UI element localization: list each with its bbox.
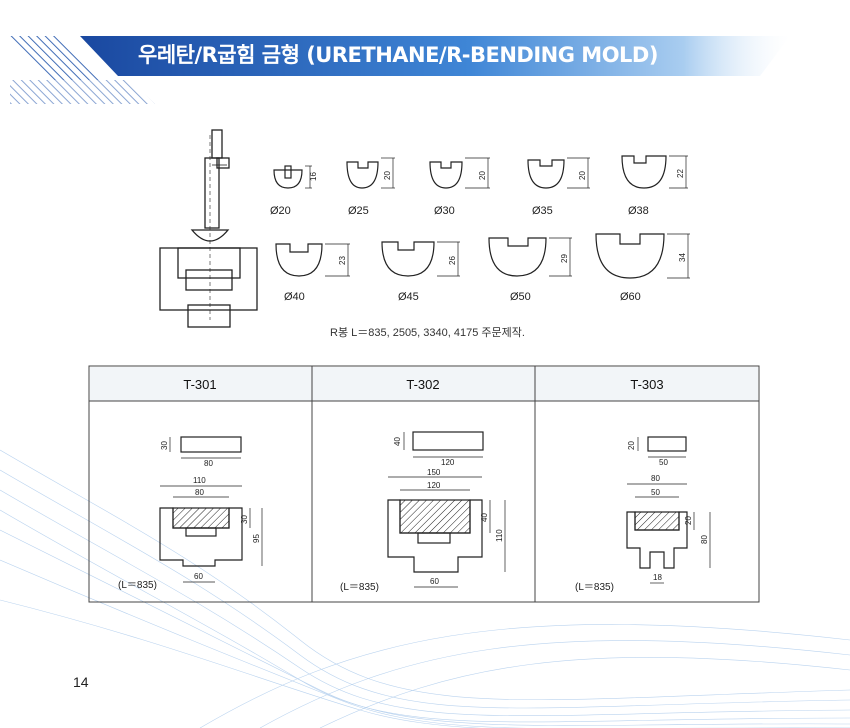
header-banner — [10, 36, 790, 104]
dim-label: 120 — [427, 481, 441, 490]
r-mold-size-label: Ø38 — [628, 205, 649, 217]
table-header-t301: T-301 — [183, 377, 216, 392]
r-mold-height-label: 23 — [338, 256, 347, 265]
dim-label: 20 — [684, 516, 693, 525]
table-header-t303: T-303 — [630, 377, 663, 392]
r-mold-size-label: Ø35 — [532, 205, 553, 217]
dim-label: 60 — [194, 572, 203, 581]
r-mold-size-label: Ø20 — [270, 205, 291, 217]
r-bar-order-note: R봉 L＝835, 2505, 3340, 4175 주문제작. — [330, 327, 525, 339]
dim-label: 30 — [160, 441, 169, 450]
r-mold-size-label: Ø25 — [348, 205, 369, 217]
page-number: 14 — [73, 674, 89, 690]
r-mold-size-label: Ø40 — [284, 291, 305, 303]
table-header-t302: T-302 — [406, 377, 439, 392]
dim-label: 50 — [659, 458, 668, 467]
dim-label: 80 — [195, 488, 204, 497]
spec-table — [88, 365, 760, 603]
press-assembly-drawing — [159, 129, 258, 328]
r-mold-height-label: 22 — [676, 169, 685, 178]
page-title: 우레탄/R굽힘 금형 (URETHANE/R-BENDING MOLD) — [138, 43, 658, 67]
r-mold-height-label: 16 — [309, 172, 318, 181]
length-note: (L＝835) — [118, 580, 157, 591]
dim-label: 50 — [651, 488, 660, 497]
dim-label: 110 — [193, 476, 206, 485]
dim-label: 80 — [700, 535, 709, 544]
dim-label: 40 — [393, 437, 402, 446]
r-mold-height-label: 20 — [383, 171, 392, 180]
r-mold-size-label: Ø45 — [398, 291, 419, 303]
dim-label: 80 — [651, 474, 660, 483]
r-mold-height-label: 26 — [448, 256, 457, 265]
r-mold-height-label: 29 — [560, 254, 569, 263]
dim-label: 95 — [252, 534, 261, 543]
dim-label: 20 — [627, 441, 636, 450]
r-mold-size-label: Ø30 — [434, 205, 455, 217]
r-mold-row-1 — [273, 155, 688, 189]
dim-label: 30 — [240, 515, 249, 524]
dim-label: 80 — [204, 459, 213, 468]
dim-label: 18 — [653, 573, 662, 582]
decorative-waves — [0, 449, 850, 728]
t301-drawing — [159, 436, 263, 583]
dim-label: 120 — [441, 458, 455, 467]
t302-drawing — [387, 431, 506, 588]
dim-label: 150 — [427, 468, 441, 477]
length-note: (L＝835) — [575, 582, 614, 593]
r-mold-height-label: 20 — [478, 171, 487, 180]
r-mold-row-2 — [275, 233, 690, 279]
dim-label: 110 — [495, 529, 504, 542]
t303-drawing — [626, 436, 711, 584]
r-mold-height-label: 20 — [578, 171, 587, 180]
r-mold-size-label: Ø60 — [620, 291, 641, 303]
r-mold-height-label: 34 — [678, 253, 687, 262]
dim-label: 40 — [480, 513, 489, 522]
dim-label: 60 — [430, 577, 439, 586]
r-mold-size-label: Ø50 — [510, 291, 531, 303]
length-note: (L＝835) — [340, 582, 379, 593]
